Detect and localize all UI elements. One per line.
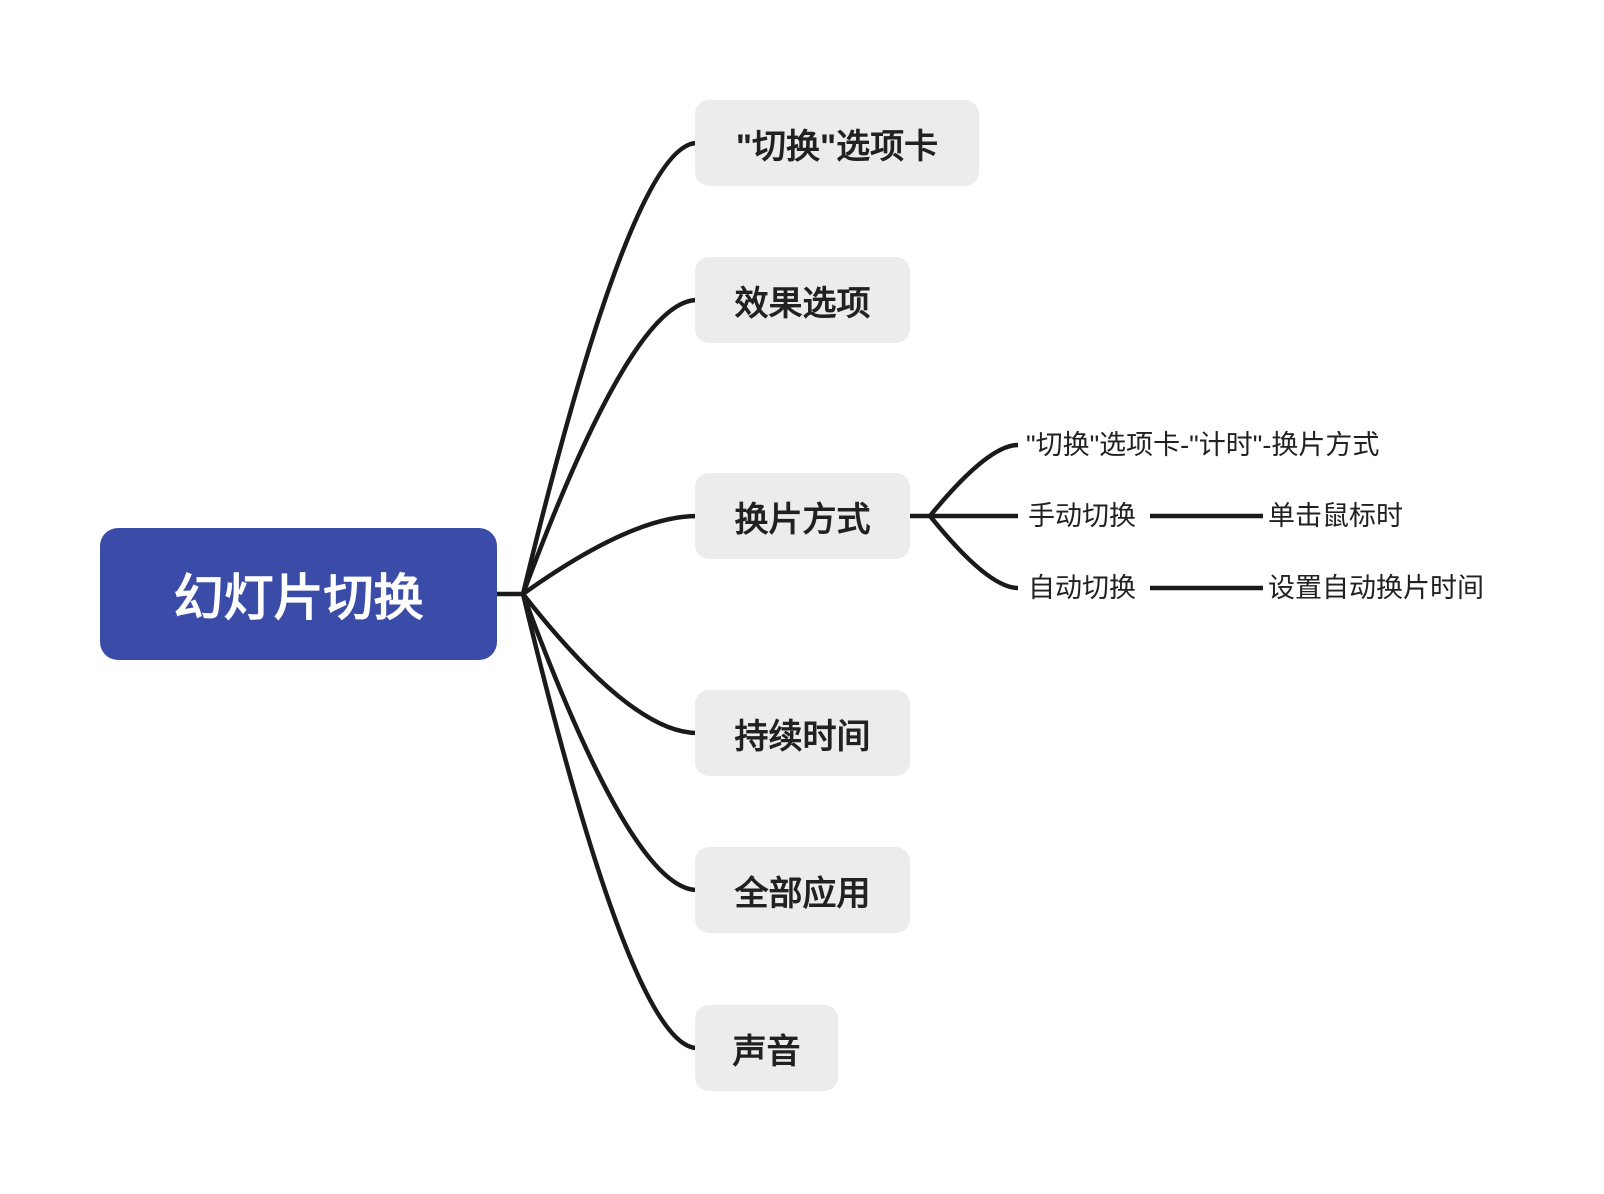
edge-root-to-sound (520, 593, 698, 1051)
edge-advance-to-timing-path (928, 442, 1019, 518)
node-apply-to-all[interactable]: 全部应用 (695, 847, 910, 933)
node-set-auto-advance-time-label: 设置自动换片时间 (1268, 573, 1484, 603)
edge-root-to-duration (521, 592, 698, 736)
node-manual-advance-label: 手动切换 (1028, 501, 1136, 531)
node-sound-label: 声音 (732, 1032, 801, 1071)
node-slide-transition-label: 幻灯片切换 (173, 570, 424, 626)
node-auto-advance[interactable]: 自动切换 (1028, 571, 1136, 605)
node-duration[interactable]: 持续时间 (695, 690, 910, 776)
node-transition-tab[interactable]: "切换"选项卡 (695, 100, 979, 186)
node-set-auto-advance-time[interactable]: 设置自动换片时间 (1268, 571, 1484, 605)
node-transition-tab-label: "切换"选项卡 (735, 127, 939, 166)
node-advance-method[interactable]: 换片方式 (695, 473, 910, 559)
node-on-mouse-click[interactable]: 单击鼠标时 (1268, 499, 1403, 533)
edge-root-to-apply-all (520, 593, 698, 893)
node-sound[interactable]: 声音 (695, 1005, 838, 1091)
node-apply-to-all-label: 全部应用 (734, 874, 871, 913)
edge-root-to-effect-options (520, 297, 698, 595)
node-advance-method-label: 换片方式 (734, 500, 871, 539)
node-effect-options[interactable]: 效果选项 (695, 257, 910, 343)
node-transition-tab-timing-path-label: "切换"选项卡-"计时"-换片方式 (1026, 430, 1380, 460)
node-duration-label: 持续时间 (734, 717, 871, 756)
edge-advance-to-auto (928, 514, 1019, 591)
node-on-mouse-click-label: 单击鼠标时 (1268, 501, 1403, 531)
node-transition-tab-timing-path[interactable]: "切换"选项卡-"计时"-换片方式 (1026, 428, 1379, 462)
edge-root-to-transition-tab (520, 140, 698, 595)
node-effect-options-label: 效果选项 (734, 284, 871, 323)
node-manual-advance[interactable]: 手动切换 (1028, 499, 1136, 533)
node-slide-transition[interactable]: 幻灯片切换 (100, 528, 497, 660)
edge-root-to-advance-method (521, 513, 698, 596)
node-auto-advance-label: 自动切换 (1028, 573, 1136, 603)
